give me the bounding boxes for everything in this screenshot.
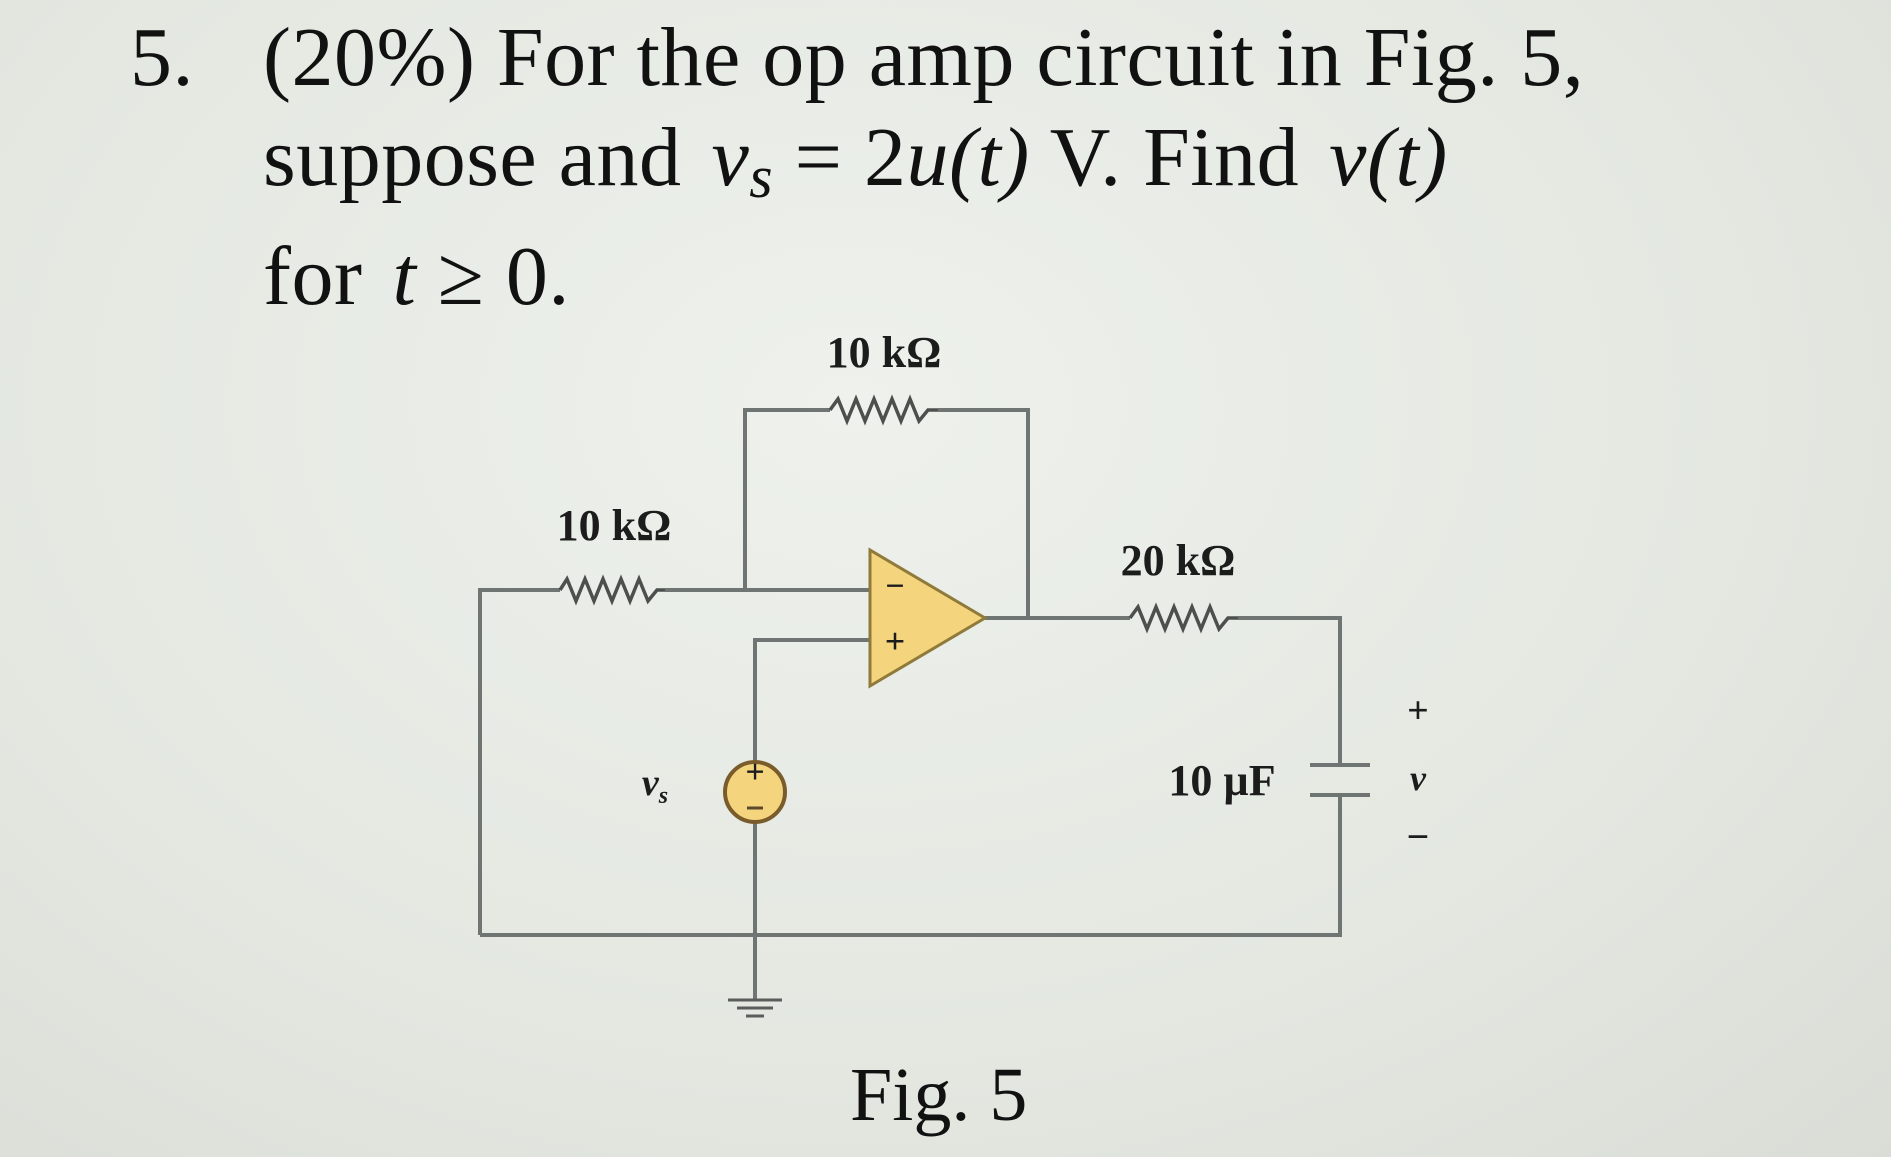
problem-line-1: 5. (20%) For the op amp circuit in Fig. 5… xyxy=(130,8,1690,108)
opamp-body xyxy=(868,547,988,689)
v-variable-arg: (t) xyxy=(1366,111,1448,204)
circuit-wires xyxy=(478,408,1342,1000)
feedback-wire-left xyxy=(743,408,830,590)
feedback-resistor-label: 10 kΩ xyxy=(827,328,942,377)
noninverting-input-wire xyxy=(753,638,870,762)
problem-line-1-text: (20%) For the op amp circuit in Fig. 5, xyxy=(263,11,1585,104)
capacitor xyxy=(1310,763,1370,797)
output-voltage-label: v xyxy=(1410,758,1427,798)
vs-subscript: s xyxy=(749,144,774,210)
output-resistor xyxy=(1128,602,1238,634)
voltage-source: + vs xyxy=(642,754,787,824)
output-voltage-minus: − xyxy=(1407,814,1430,859)
feedback-resistor xyxy=(828,394,938,426)
opamp-plus-sign: + xyxy=(885,621,906,661)
ground-symbol xyxy=(728,998,782,1018)
t-variable: t xyxy=(392,230,417,323)
output-resistor-label: 20 kΩ xyxy=(1121,536,1236,585)
problem-line-2-start: suppose and xyxy=(263,111,682,204)
capacitor-bottom-wire xyxy=(480,795,1342,937)
output-voltage-plus: + xyxy=(1407,690,1429,732)
output-right-wire xyxy=(1238,616,1342,765)
problem-line-2-find: V. Find xyxy=(1049,111,1300,204)
step-function-arg: (t) xyxy=(948,111,1030,204)
input-wire-left xyxy=(478,588,560,935)
input-resistor-label: 10 kΩ xyxy=(557,501,672,550)
voltage-source-body xyxy=(723,760,787,824)
opamp: − + xyxy=(868,547,988,689)
equals-two: = 2 xyxy=(794,111,907,204)
problem-line-3-condition: ≥ 0. xyxy=(437,230,570,323)
problem-statement: 5. (20%) For the op amp circuit in Fig. 5… xyxy=(130,8,1690,327)
figure-caption: Fig. 5 xyxy=(850,1053,1028,1137)
opamp-minus-sign: − xyxy=(885,568,904,605)
voltage-source-plus: + xyxy=(745,754,764,791)
feedback-wire-right xyxy=(938,408,1030,618)
input-resistor xyxy=(558,574,665,606)
problem-line-3-for: for xyxy=(263,230,363,323)
voltage-source-label: vs xyxy=(642,762,668,809)
capacitor-label: 10 µF xyxy=(1168,756,1275,805)
step-function: u xyxy=(906,111,949,204)
vs-variable: v xyxy=(711,111,750,204)
v-variable: v xyxy=(1329,111,1367,204)
problem-number: 5. xyxy=(130,11,194,104)
